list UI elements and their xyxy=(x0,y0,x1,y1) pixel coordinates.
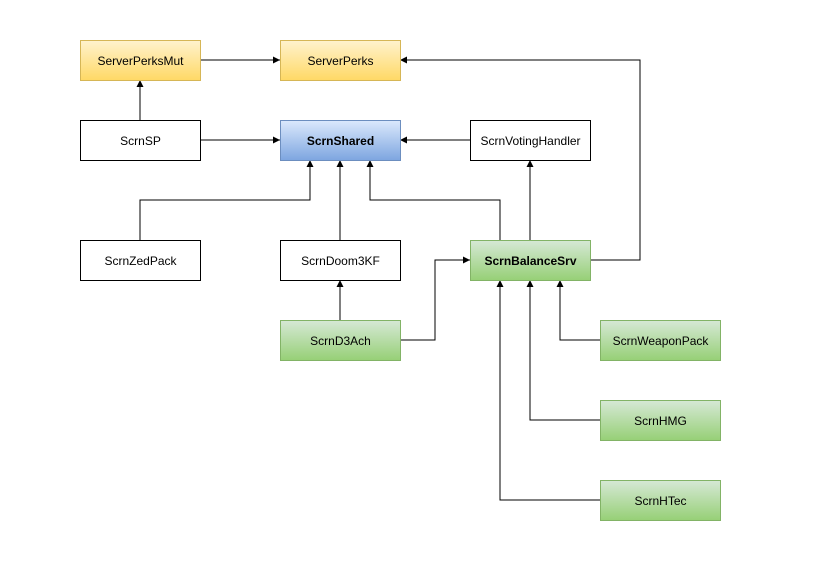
node-scrnhmg[interactable]: ScrnHMG xyxy=(600,400,721,441)
node-scrnshared[interactable]: ScrnShared xyxy=(280,120,401,161)
node-serverperks[interactable]: ServerPerks xyxy=(280,40,401,81)
node-scrnd3ach[interactable]: ScrnD3Ach xyxy=(280,320,401,361)
edge-scrnweaponpack-to-scrnbalancesrv xyxy=(556,280,600,341)
edge-scrnbalancesrv-to-serverperks xyxy=(400,56,641,261)
node-scrnweaponpack[interactable]: ScrnWeaponPack xyxy=(600,320,721,361)
node-scrnhtec[interactable]: ScrnHTec xyxy=(600,480,721,521)
node-scrnzedpack[interactable]: ScrnZedPack xyxy=(80,240,201,281)
node-scrnbalancesrv[interactable]: ScrnBalanceSrv xyxy=(470,240,591,281)
node-scrndoom3kf[interactable]: ScrnDoom3KF xyxy=(280,240,401,281)
edge-scrnd3ach-to-scrnbalancesrv xyxy=(400,256,470,341)
node-serverperksmut[interactable]: ServerPerksMut xyxy=(80,40,201,81)
node-scrnvotinghandler[interactable]: ScrnVotingHandler xyxy=(470,120,591,161)
edge-scrnzedpack-to-scrnshared xyxy=(139,160,314,240)
edge-scrnhmg-to-scrnbalancesrv xyxy=(526,280,600,421)
edge-scrnhtec-to-scrnbalancesrv xyxy=(496,280,600,501)
edge-scrnbalancesrv-to-scrnshared xyxy=(366,160,501,240)
node-scrnsp[interactable]: ScrnSP xyxy=(80,120,201,161)
